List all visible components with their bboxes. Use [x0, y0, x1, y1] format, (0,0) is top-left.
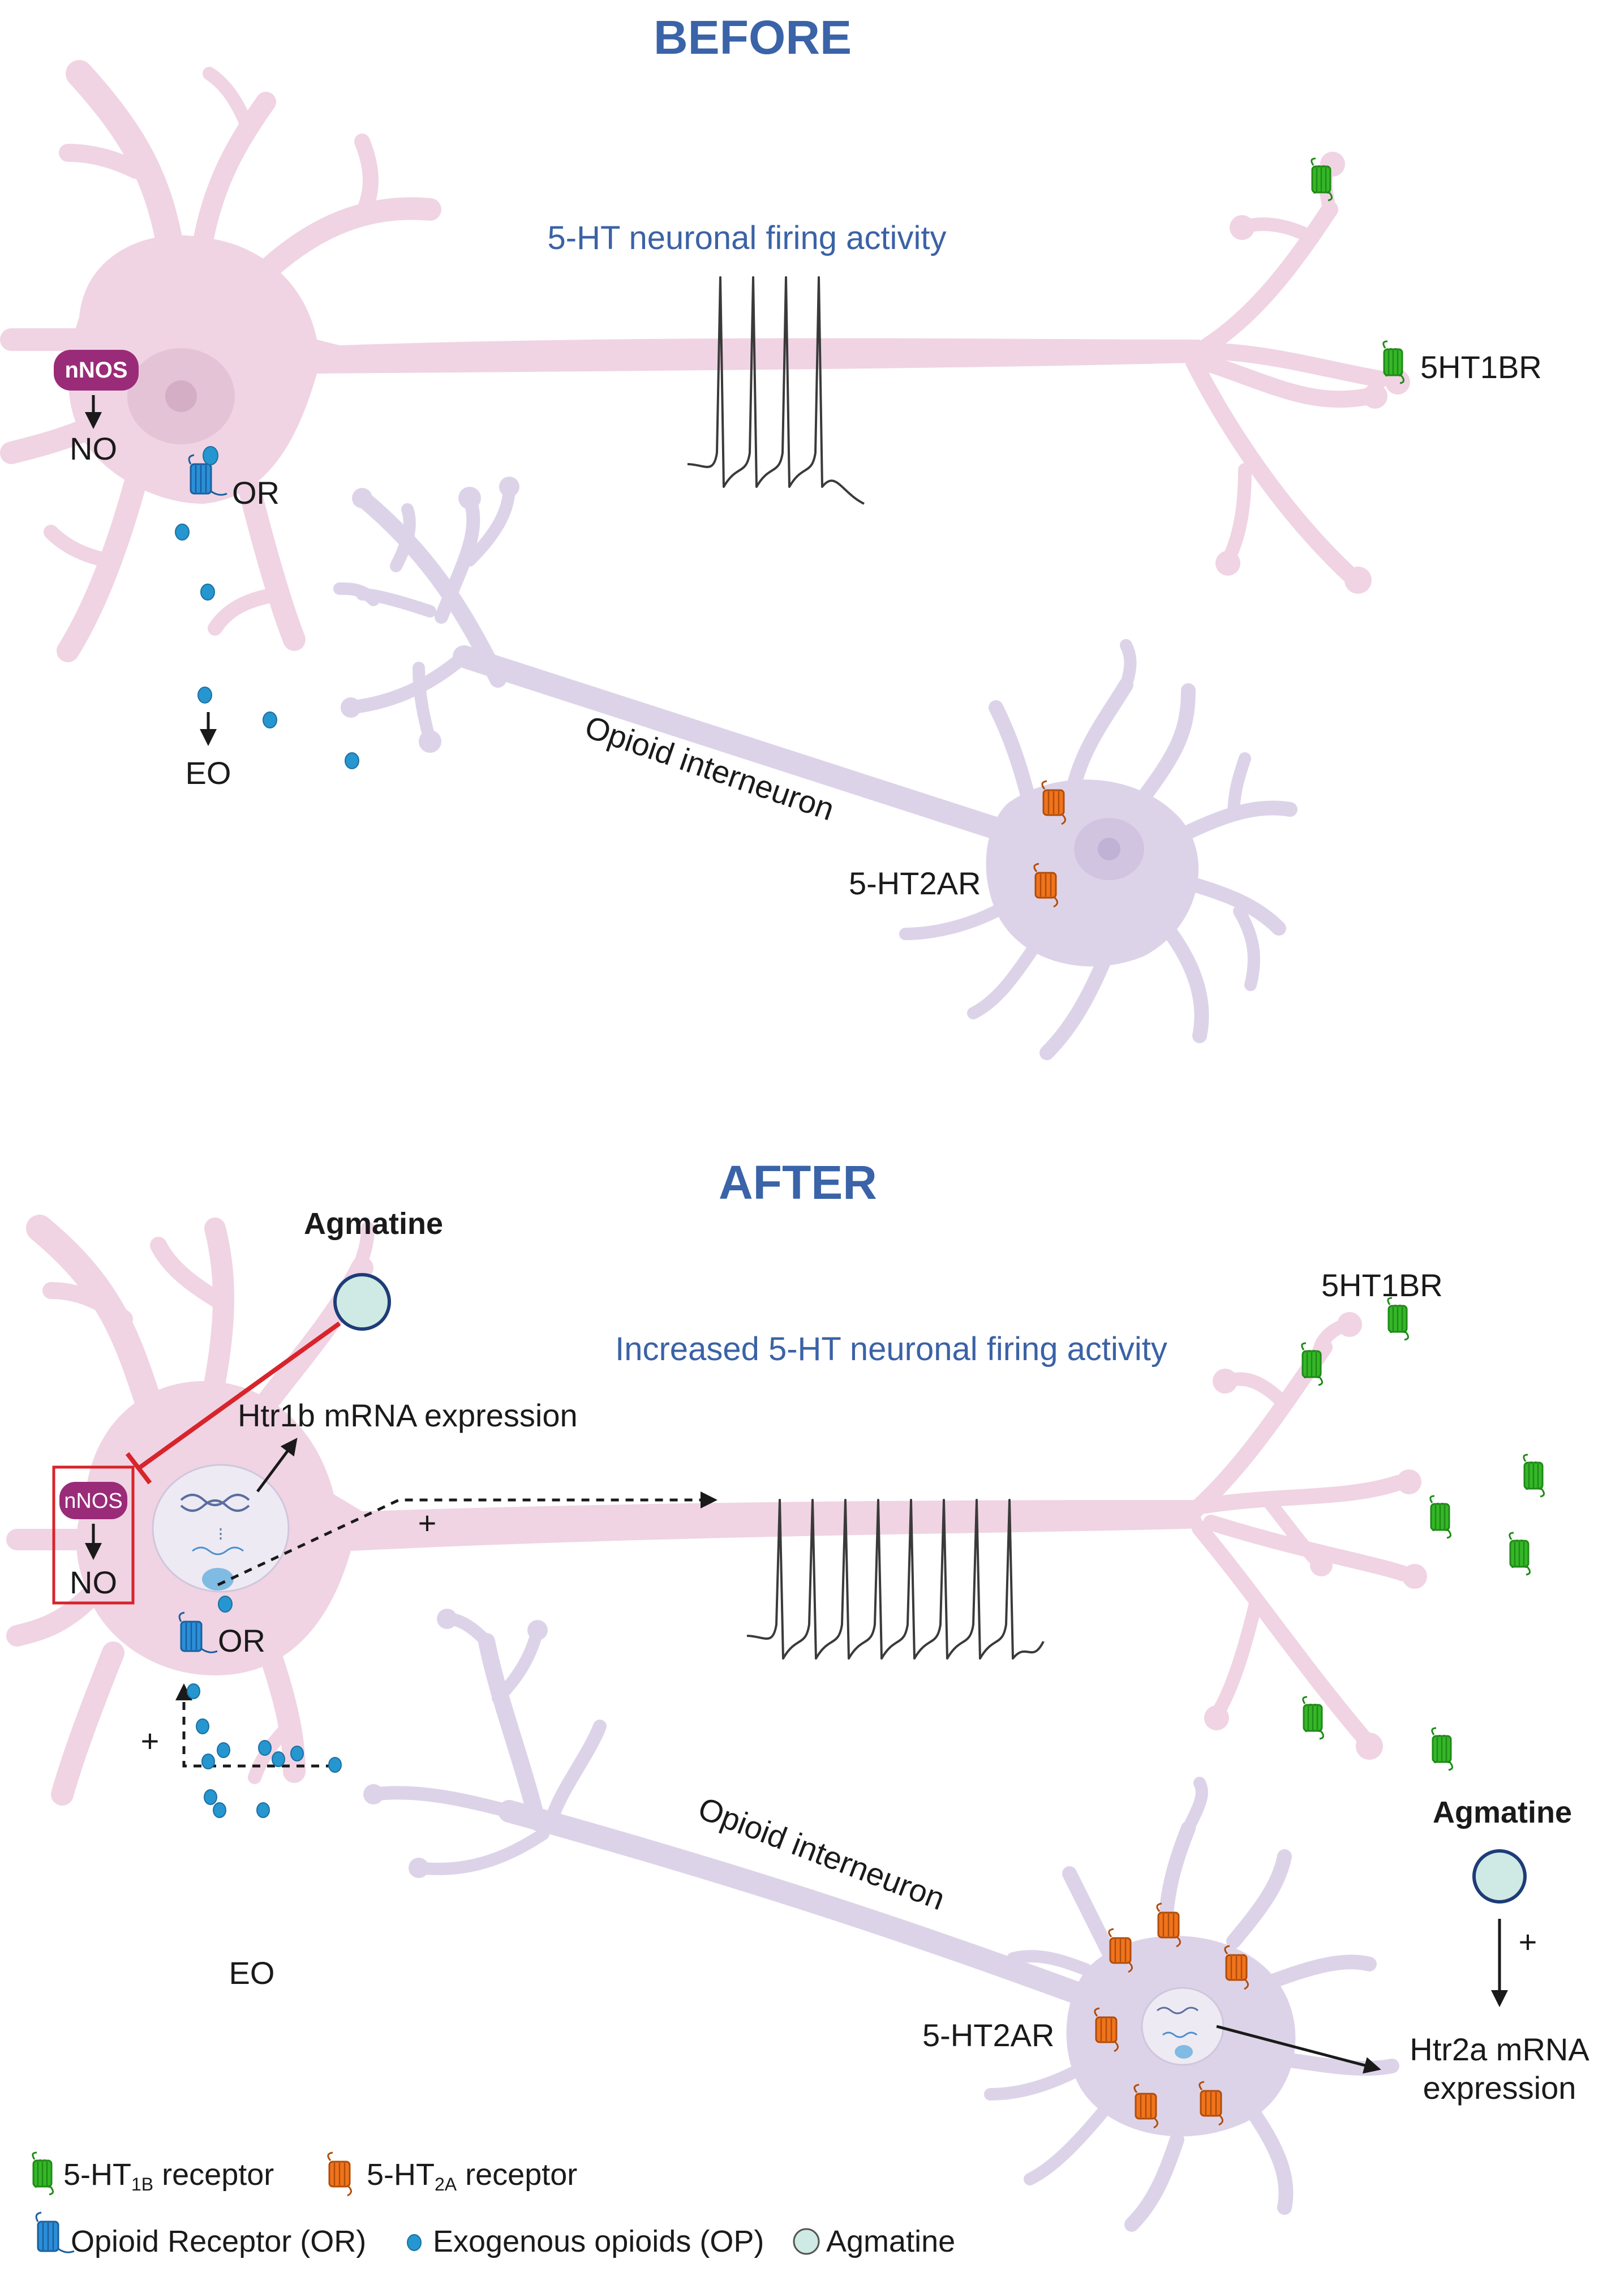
legend-opioid-dot-icon: [407, 2234, 422, 2251]
legend: 5-HT1B receptor 5-HT2A receptor Opioid R…: [32, 2151, 955, 2258]
after-firing-label: Increased 5-HT neuronal firing activity: [615, 1331, 1167, 1368]
dashed-to-firing-arrow: [217, 1491, 718, 1587]
nnos-highlight-box: [52, 1465, 135, 1605]
firing-trace-after: [746, 1499, 1045, 1660]
receptor-1b-after-icon-7: [1431, 1727, 1454, 1771]
receptor-1b-after-icon-1: [1387, 1297, 1410, 1341]
or-after-label: OR: [218, 1623, 265, 1658]
receptor-1b-after-icon-3: [1523, 1454, 1545, 1498]
plus-htr2a-label: +: [1519, 1924, 1537, 1960]
agmatine-top-label: Agmatine: [304, 1207, 443, 1241]
inhibition-bar: [125, 1452, 152, 1485]
receptor-1b-after-icon-4: [1429, 1495, 1452, 1539]
agmatine-top-icon: [333, 1273, 391, 1331]
receptor-2a-after-label: 5-HT2AR: [922, 2017, 1054, 2053]
legend-agmatine-icon: [793, 2228, 820, 2255]
firing-trace-before: [687, 276, 865, 505]
no-after-label: NO: [70, 1564, 117, 1600]
opioid-dots-after: [187, 1683, 342, 1818]
eo-after-label: EO: [229, 1955, 275, 1991]
receptor-2a-before-label: 5-HT2AR: [849, 865, 981, 901]
legend-receptor-1b-label: 5-HT1B receptor: [63, 2158, 274, 2194]
after-title: AFTER: [719, 1156, 877, 1209]
receptor-1b-after-label: 5HT1BR: [1321, 1267, 1443, 1303]
agmatine-right-label: Agmatine: [1433, 1795, 1572, 1829]
serotonin-neuron-after: [6, 1215, 1427, 1806]
inhibition-line: [137, 1321, 341, 1471]
plus-eo-label: +: [141, 1723, 160, 1759]
legend-receptor-1b-icon: [32, 2151, 54, 2196]
legend-agmatine-label: Agmatine: [826, 2224, 955, 2258]
opioid-dots-before: [175, 446, 359, 769]
opioid-interneuron-after: [363, 1609, 1399, 2232]
receptor-1b-after-icon-5: [1509, 1532, 1531, 1576]
nnos-before: nNOS: [54, 350, 139, 391]
legend-opioid-receptor-label: Opioid Receptor (OR): [71, 2224, 366, 2258]
plus-firing-label: +: [418, 1505, 437, 1541]
opioid-interneuron-before: [333, 477, 1298, 1060]
serotonin-neuron-before: [0, 60, 1410, 662]
before-title: BEFORE: [654, 11, 852, 64]
legend-receptor-2a-icon: [327, 2151, 353, 2197]
or-before-label: OR: [232, 475, 280, 511]
htr2a-label-line2: expression: [1423, 2070, 1576, 2106]
opioid-dot-at-receptor: [218, 1596, 233, 1613]
receptor-1b-after-icon-6: [1302, 1696, 1325, 1740]
htr1b-label: Htr1b mRNA expression: [238, 1398, 578, 1433]
htr2a-label-line1: Htr2a mRNA: [1410, 2031, 1589, 2067]
htr1b-arrow: [256, 1438, 298, 1493]
legend-opioid-dot-label: Exogenous opioids (OP): [433, 2224, 764, 2258]
before-firing-label: 5-HT neuronal firing activity: [548, 220, 947, 256]
nnos-before-label: nNOS: [65, 358, 127, 383]
legend-receptor-2a-label: 5-HT2A receptor: [367, 2158, 577, 2194]
receptor-1b-before-label: 5HT1BR: [1420, 349, 1542, 385]
nnos-after-label: nNOS: [64, 1489, 122, 1513]
legend-opioid-receptor-icon: [35, 2211, 75, 2253]
no-before-label: NO: [70, 431, 117, 466]
eo-before-label: EO: [186, 755, 231, 791]
nnos-after: nNOS: [59, 1482, 127, 1519]
nucleus-to-htr2a-arrow: [1216, 2025, 1381, 2074]
dashed-eo-to-or-arrow: [175, 1683, 334, 1768]
agmatine-right-icon: [1472, 1849, 1527, 1904]
